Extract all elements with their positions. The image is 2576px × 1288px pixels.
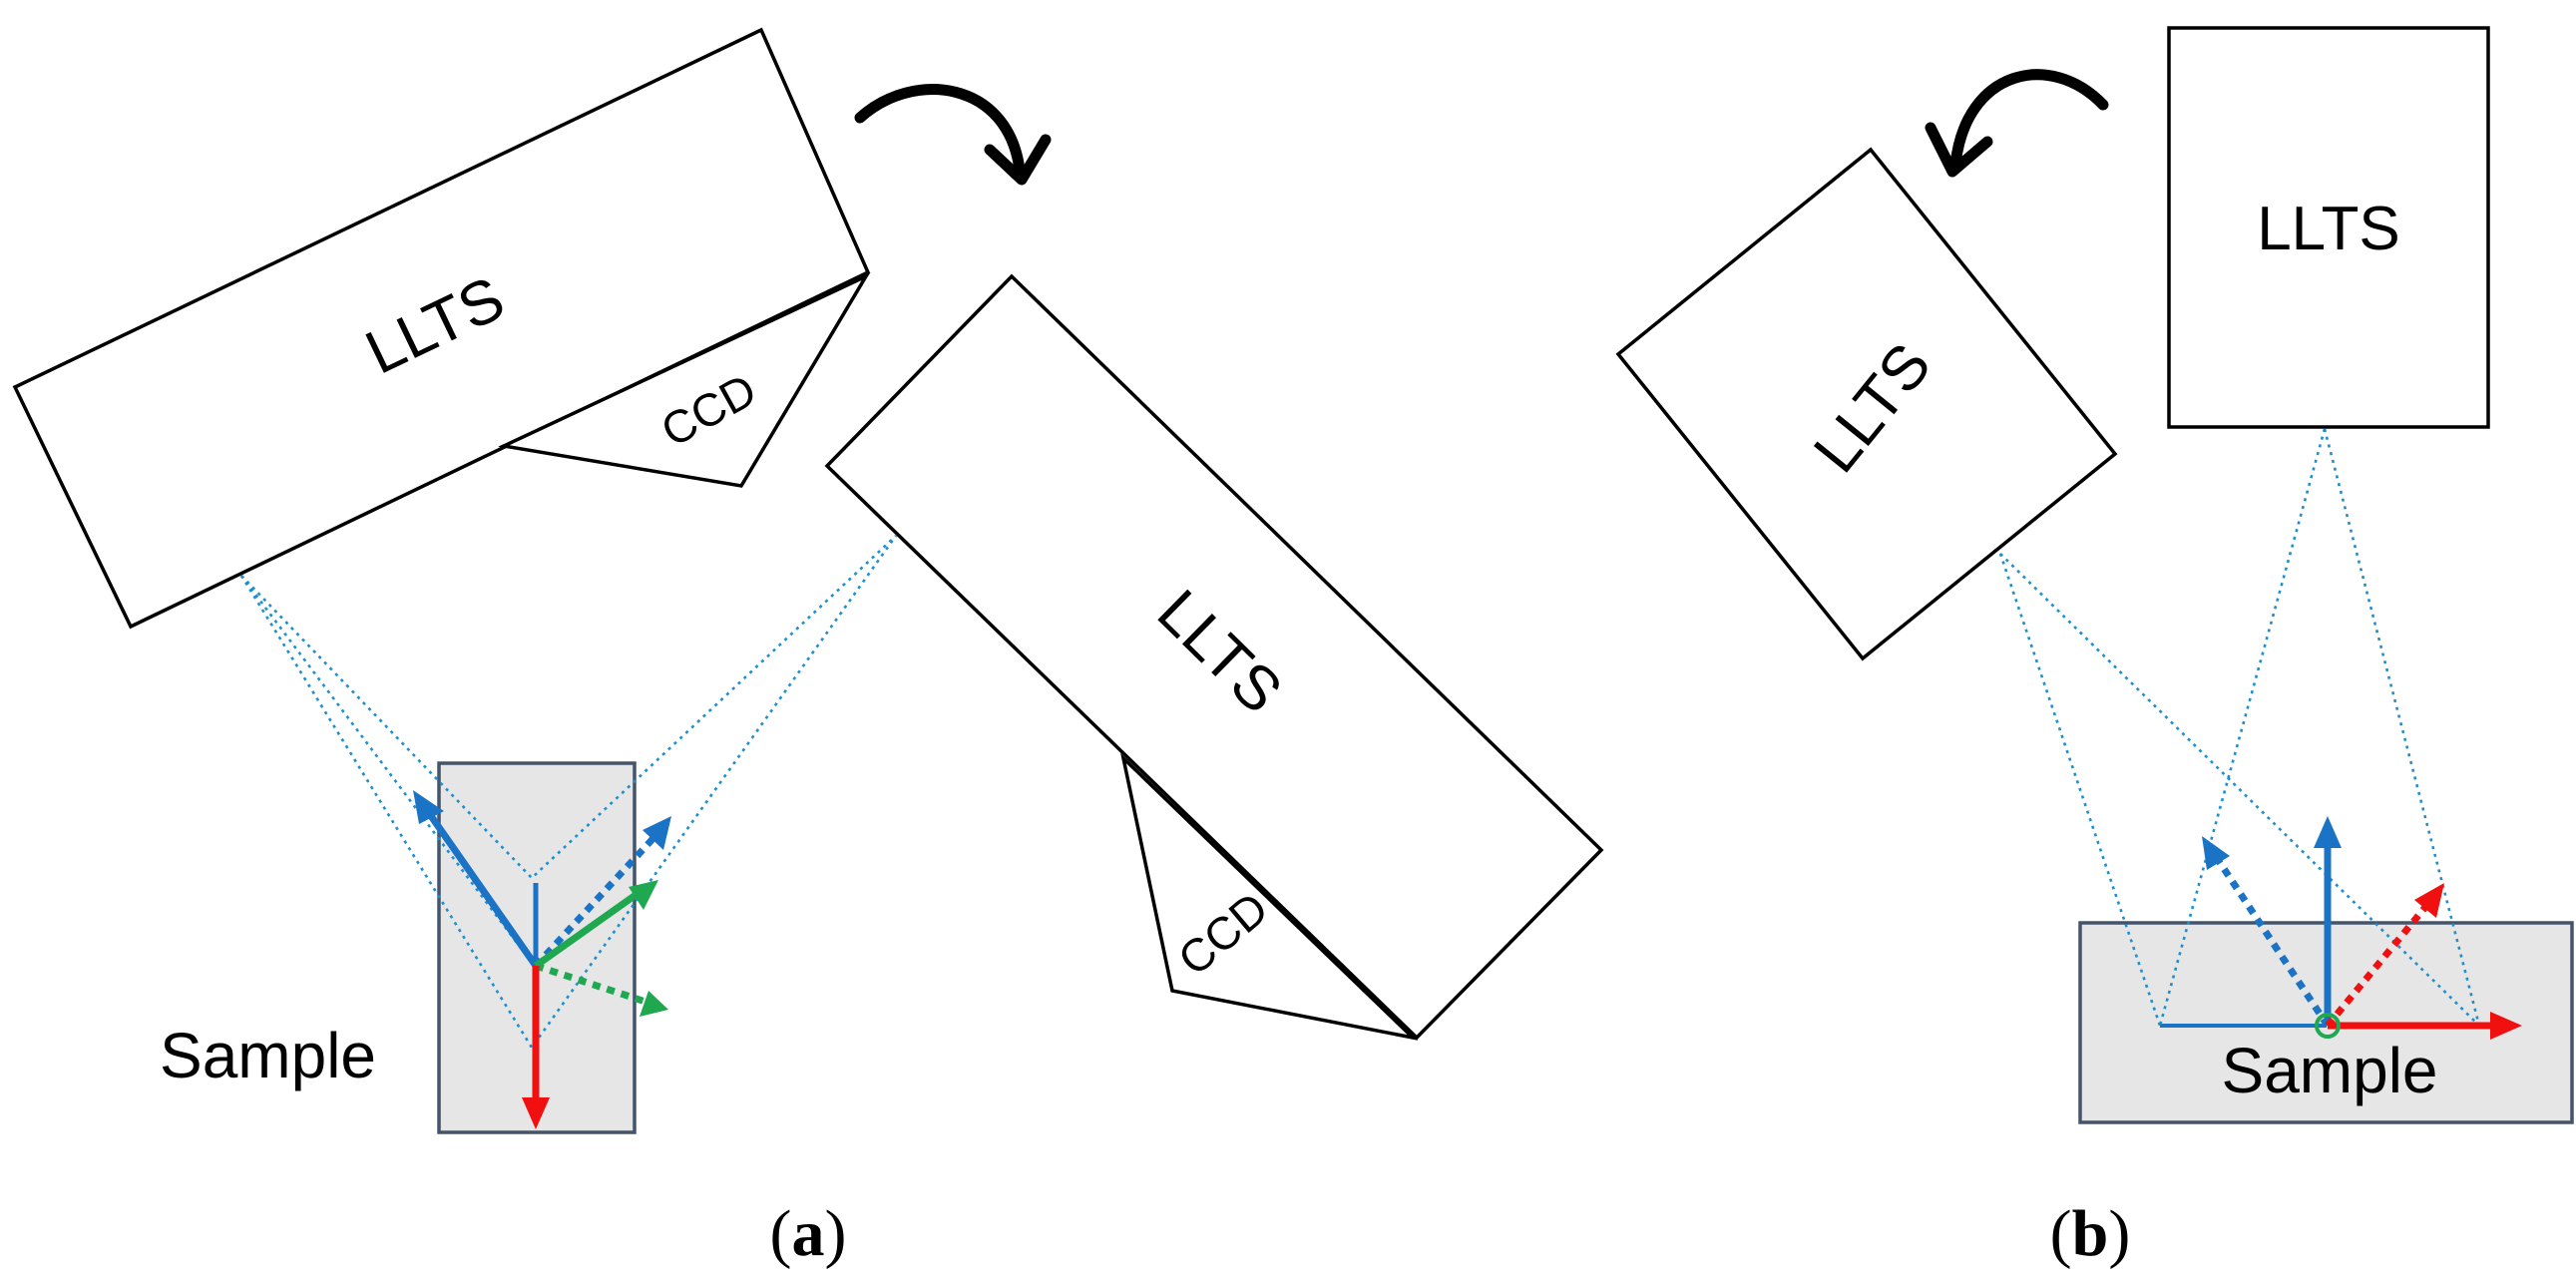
panel-b-caption-close: ) xyxy=(2108,1197,2130,1270)
panel-b-right-llts-label: LLTS xyxy=(2257,195,2400,263)
panel-a-red-arrowhead xyxy=(522,1097,550,1129)
panel-b-axes xyxy=(2202,816,2522,1040)
panel-b-caption-open: ( xyxy=(2050,1197,2072,1270)
panel-b-right-llts-box xyxy=(2167,26,2490,429)
panel-a-right-ccd xyxy=(1120,752,1419,1041)
panel-a-green-solid-arrow xyxy=(533,890,642,969)
panel-a-axes xyxy=(413,790,671,1129)
panel-a-caption: (a) xyxy=(770,1197,847,1270)
panel-a-left-ccd xyxy=(498,271,871,488)
panel-b-caption-letter: b xyxy=(2072,1197,2109,1270)
panel-b-red-dotted-arrow xyxy=(2325,903,2429,1029)
panel-b-red-arrowhead xyxy=(2490,1012,2522,1040)
panel-b: LLTS LLTS Sample (b) xyxy=(1615,26,2574,1270)
panel-b-caption: (b) xyxy=(2050,1197,2131,1270)
panel-b-blue-solid-arrowhead xyxy=(2314,816,2342,848)
panel-a-left-llts-box xyxy=(12,27,871,630)
panel-b-red-dotted-arrowhead xyxy=(2414,883,2444,918)
panel-a-caption-close: ) xyxy=(825,1197,847,1270)
panel-b-left-llts-unit: LLTS xyxy=(1615,147,2118,661)
panel-b-rotation-arrow-icon xyxy=(1925,69,2109,178)
panel-a-caption-letter: a xyxy=(792,1197,825,1270)
panel-a-right-llts-unit: LLTS CCD xyxy=(824,273,1604,1041)
panel-b-left-llts-box xyxy=(1615,147,2118,661)
panel-b-green-origin-circle xyxy=(2315,1013,2341,1039)
panel-b-right-llts-unit: LLTS xyxy=(2167,26,2490,429)
panel-a-right-llts-box xyxy=(824,273,1604,1041)
panel-a-green-solid-arrowhead xyxy=(629,880,658,910)
panel-a-blue-solid-arrowhead xyxy=(413,790,444,824)
panel-a-blue-solid-arrow xyxy=(426,810,539,969)
panel-a-green-dotted-arrow xyxy=(534,962,650,1007)
panel-a-blue-dotted-arrowhead xyxy=(643,816,671,850)
panel-a-rotation-arrow-icon xyxy=(854,84,1052,186)
panel-a-left-llts-beams xyxy=(239,535,898,1051)
panel-b-blue-dotted-arrow xyxy=(2214,856,2331,1028)
panel-a-caption-open: ( xyxy=(770,1197,792,1270)
panel-a-sample-label: Sample xyxy=(160,1020,376,1091)
panel-a-green-dotted-arrowhead xyxy=(640,991,668,1017)
panel-a: LLTS CCD LLTS CCD Sample xyxy=(12,27,1604,1270)
panel-a-left-llts-unit: LLTS CCD xyxy=(12,27,871,630)
panel-b-blue-dotted-arrowhead xyxy=(2202,836,2230,870)
panel-b-left-llts-beams xyxy=(1998,553,2480,1027)
panel-b-sample-label: Sample xyxy=(2222,1035,2438,1106)
panel-b-right-llts-beams xyxy=(2158,428,2481,1027)
